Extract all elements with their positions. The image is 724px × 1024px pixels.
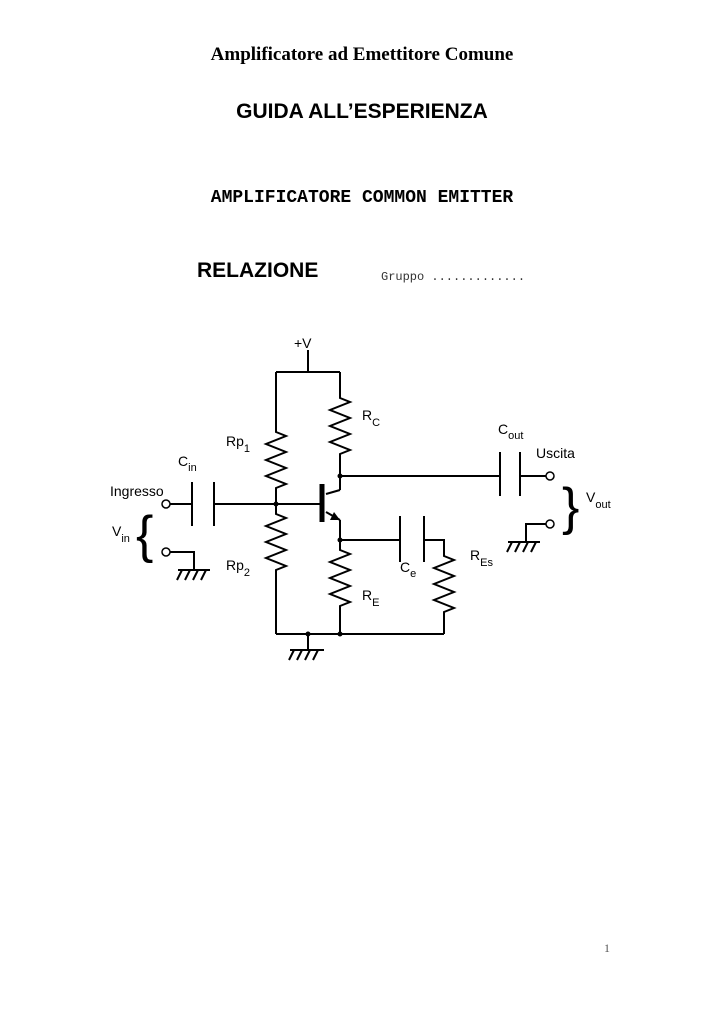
emitter-arrow <box>330 512 340 520</box>
output-label: Uscita <box>536 445 575 461</box>
rc-resistor <box>327 372 353 476</box>
output-ground-wire <box>525 523 546 542</box>
vin-brace: { <box>136 506 153 564</box>
vin-label: Vin <box>112 523 130 545</box>
input-terminal <box>161 499 171 509</box>
experiment-title: AMPLIFICATORE COMMON EMITTER <box>210 188 514 208</box>
vout-label: Vout <box>586 489 611 511</box>
re-resistor <box>327 540 353 634</box>
junction-dot <box>305 631 311 637</box>
res-label: REs <box>470 547 493 569</box>
junction-dot <box>337 631 343 637</box>
ce-label: Ce <box>400 559 416 580</box>
rc-label: RC <box>362 407 380 429</box>
group-field: Gruppo ............. <box>381 270 526 284</box>
guide-title: GUIDA ALL’ESPERIENZA <box>236 100 488 123</box>
vout-brace: } <box>562 478 579 536</box>
res-resistor <box>431 548 457 634</box>
input-label: Ingresso <box>110 483 164 499</box>
rp2-label: Rp2 <box>226 557 250 579</box>
input-ground-terminal <box>161 547 171 557</box>
ground-hatch-output <box>506 541 537 553</box>
input-ground-wire <box>170 551 195 570</box>
supply-label: +V <box>294 335 312 351</box>
collector-lead <box>325 489 341 495</box>
cin-label: Cin <box>178 453 197 474</box>
output-ground-terminal <box>545 519 555 529</box>
junction-dot <box>337 537 343 543</box>
ground-hatch-input <box>176 569 207 581</box>
ce-to-res-wire <box>424 539 445 548</box>
report-heading: RELAZIONE <box>197 259 319 282</box>
document-header: Amplificatore ad Emettitore Comune <box>210 44 514 65</box>
cout-label: Cout <box>498 421 523 442</box>
output-terminal <box>545 471 555 481</box>
rp1-resistor <box>263 372 289 504</box>
junction-dot <box>273 501 279 507</box>
rp2-resistor <box>263 504 289 634</box>
junction-dot <box>337 473 343 479</box>
ground-hatch-main <box>288 649 319 661</box>
rp1-label: Rp1 <box>226 433 250 455</box>
re-label: RE <box>362 587 379 609</box>
page-number: 1 <box>604 941 610 955</box>
